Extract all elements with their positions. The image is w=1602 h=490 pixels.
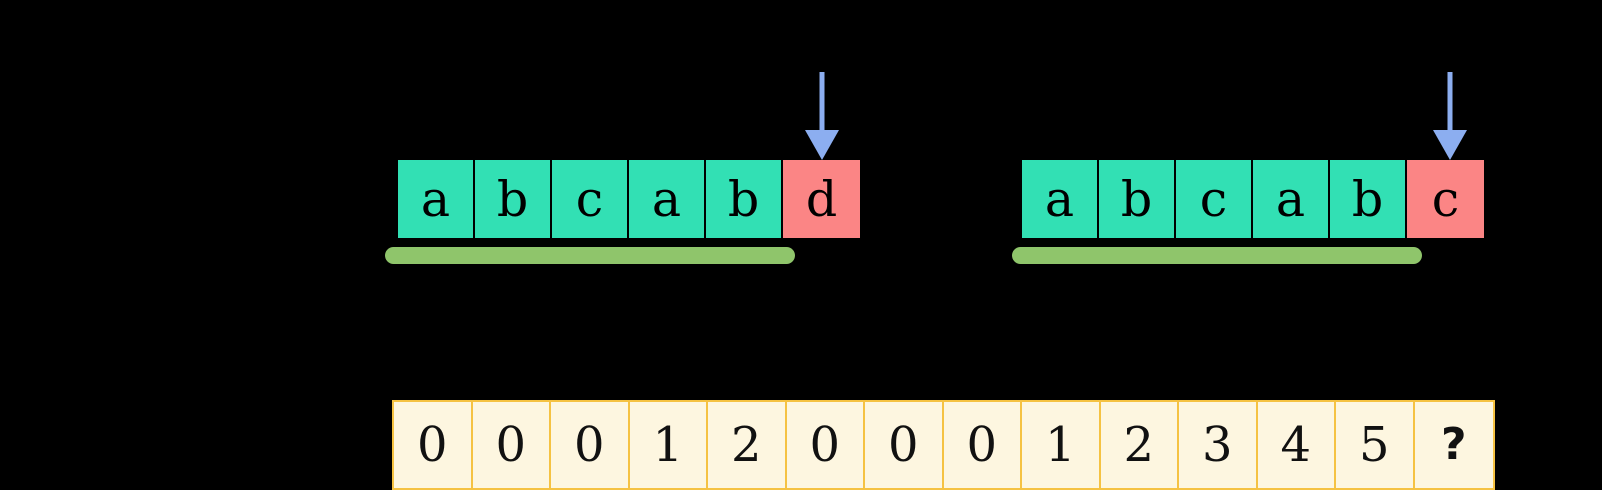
prefix-function-table: 0 0 0 1 2 0 0 0 1 2 3 4 5 ? <box>392 400 1495 490</box>
string-cell[interactable]: b <box>475 160 552 238</box>
table-cell[interactable]: 1 <box>1022 402 1101 488</box>
string-cell[interactable]: c <box>552 160 629 238</box>
table-cell[interactable]: 0 <box>865 402 944 488</box>
string-cell[interactable]: b <box>1330 160 1407 238</box>
table-cell[interactable]: 0 <box>943 402 1022 488</box>
table-cell[interactable]: 0 <box>472 402 551 488</box>
down-arrow-icon <box>1433 72 1467 160</box>
highlight-bar-left <box>385 247 795 264</box>
table-cell[interactable]: 0 <box>786 402 865 488</box>
table-cell[interactable]: 3 <box>1179 402 1258 488</box>
string-strip-left: a b c a b d <box>398 160 860 238</box>
string-cell[interactable]: a <box>1022 160 1099 238</box>
string-cell[interactable]: b <box>1099 160 1176 238</box>
string-strip-right: a b c a b c <box>1022 160 1484 238</box>
table-cell[interactable]: 2 <box>1100 402 1179 488</box>
string-cell[interactable]: a <box>398 160 475 238</box>
table-cell[interactable]: 5 <box>1336 402 1415 488</box>
string-cell[interactable]: c <box>1176 160 1253 238</box>
table-cell[interactable]: 2 <box>708 402 787 488</box>
string-cell[interactable]: a <box>629 160 706 238</box>
string-cell[interactable]: a <box>1253 160 1330 238</box>
table-cell[interactable]: 0 <box>551 402 630 488</box>
string-cell-mismatch[interactable]: d <box>783 160 860 238</box>
string-cell-mismatch[interactable]: c <box>1407 160 1484 238</box>
table-cell[interactable]: 4 <box>1257 402 1336 488</box>
down-arrow-icon <box>805 72 839 160</box>
highlight-bar-right <box>1012 247 1422 264</box>
table-cell-unknown[interactable]: ? <box>1414 402 1493 488</box>
string-cell[interactable]: b <box>706 160 783 238</box>
table-cell[interactable]: 1 <box>629 402 708 488</box>
table-cell[interactable]: 0 <box>394 402 473 488</box>
